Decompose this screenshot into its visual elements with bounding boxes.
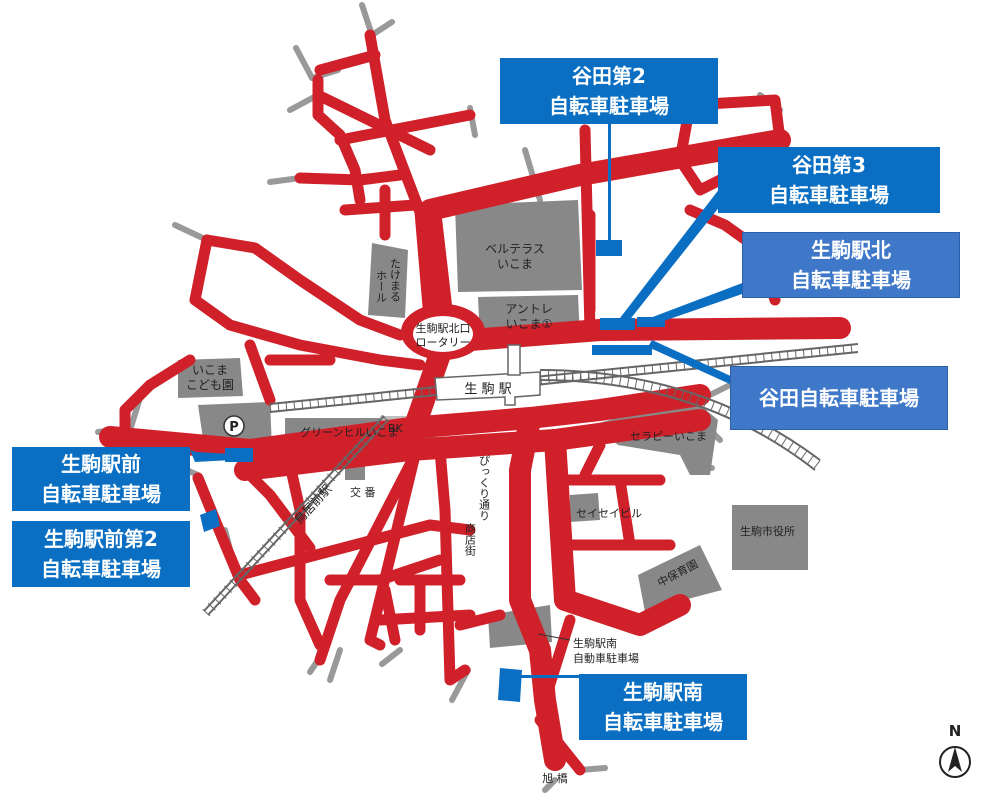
callout-ikomamae: 生駒駅前 自転車駐車場	[12, 447, 190, 511]
marker-ikomakita	[637, 317, 665, 327]
callout-ikomamae-line1: 生駒駅前	[61, 452, 141, 476]
marker-ikomamae2	[200, 509, 220, 532]
callout-ikomakita-line1: 生駒駅北	[811, 238, 891, 262]
callout-taniden: 谷田自転車駐車場	[730, 366, 948, 430]
block-chuho	[638, 545, 722, 612]
parking-p-icon	[223, 415, 245, 437]
label-rotary-2: ロータリー	[416, 336, 471, 349]
callout-ikomaminami-line2: 自転車駐車場	[603, 710, 723, 734]
callout-taniden2-line1: 谷田第2	[572, 64, 646, 88]
label-asahibashi: 旭 橋	[542, 771, 568, 785]
main-roads	[99, 29, 851, 776]
label-kodomo-2: こども園	[186, 378, 234, 392]
callout-ikomamae2-line1: 生駒駅前第2	[44, 527, 158, 551]
north-label: N	[949, 722, 962, 740]
block-seisei	[570, 493, 600, 522]
label-belterrace-2: いこま	[497, 257, 533, 271]
label-cityhall: 生駒市役所	[740, 524, 795, 538]
label-takemaru-2: ホール	[375, 270, 388, 303]
callout-taniden2: 谷田第2 自転車駐車場	[500, 58, 718, 124]
label-parking-mark: P	[229, 420, 239, 435]
marker-taniden2	[596, 240, 622, 256]
label-belterrace-1: ベルテラス	[485, 242, 545, 256]
callout-taniden3-line2: 自転車駐車場	[769, 183, 889, 207]
block-takemaru	[368, 243, 408, 318]
label-antre-2: いこま①	[506, 317, 553, 331]
north-rotary	[401, 304, 485, 360]
label-takemaru-1: たけまる	[389, 258, 402, 302]
label-car-park-1: 生駒駅南	[573, 636, 617, 650]
label-koban: 交 番	[350, 485, 376, 499]
callout-taniden3-line1: 谷田第3	[792, 153, 866, 177]
label-antre-1: アントレ	[505, 302, 553, 316]
callout-ikomaminami-line1: 生駒駅南	[623, 680, 703, 704]
bike-parking-markers	[200, 240, 665, 702]
ikoma-station	[434, 344, 541, 406]
marker-taniden	[592, 345, 652, 355]
label-therapy: セラピーいこま	[630, 430, 707, 443]
block-cityhall	[732, 505, 808, 570]
marker-taniden3	[600, 318, 635, 330]
callout-ikomamae2-line2: 自転車駐車場	[41, 557, 161, 581]
north-arrow-icon: N	[939, 722, 971, 778]
callout-leaders	[190, 122, 748, 678]
block-belterrace	[455, 200, 582, 292]
callout-ikomakita: 生駒駅北 自転車駐車場	[742, 232, 960, 298]
marker-ikomaminami	[498, 668, 522, 702]
marker-ikomamae	[225, 448, 253, 462]
callout-taniden-line1: 谷田自転車駐車場	[759, 386, 919, 410]
railway-ties	[202, 343, 859, 617]
callout-ikomaminami: 生駒駅南 自転車駐車場	[579, 674, 747, 740]
label-station: 生 駒 駅	[464, 382, 511, 397]
label-rotary-1: 生駒駅北口	[416, 321, 471, 335]
label-kodomo-1: いこま	[192, 363, 228, 377]
callout-ikomamae-line2: 自転車駐車場	[41, 482, 161, 506]
callout-taniden3: 谷田第3 自転車駐車場	[718, 147, 940, 213]
label-car-park-2: 自動車駐車場	[573, 651, 639, 665]
label-pikkuri-1: ぴっくり通り	[478, 455, 491, 521]
label-pikkuri-2: 商店街	[464, 522, 477, 557]
label-bk: BK	[388, 422, 404, 435]
map-labels: ベルテラス いこま アントレ いこま① 生駒駅北口 ロータリー 生 駒 駅 たけ…	[186, 242, 795, 785]
callout-ikomakita-line2: 自転車駐車場	[791, 268, 911, 292]
block-kodomo	[178, 358, 243, 398]
callout-taniden2-line2: 自転車駐車場	[549, 94, 669, 118]
label-seisei: セイセイビル	[576, 507, 642, 520]
callout-ikomamae2: 生駒駅前第2 自転車駐車場	[12, 521, 190, 587]
label-greenhill: グリーンヒルいこま	[300, 425, 398, 439]
